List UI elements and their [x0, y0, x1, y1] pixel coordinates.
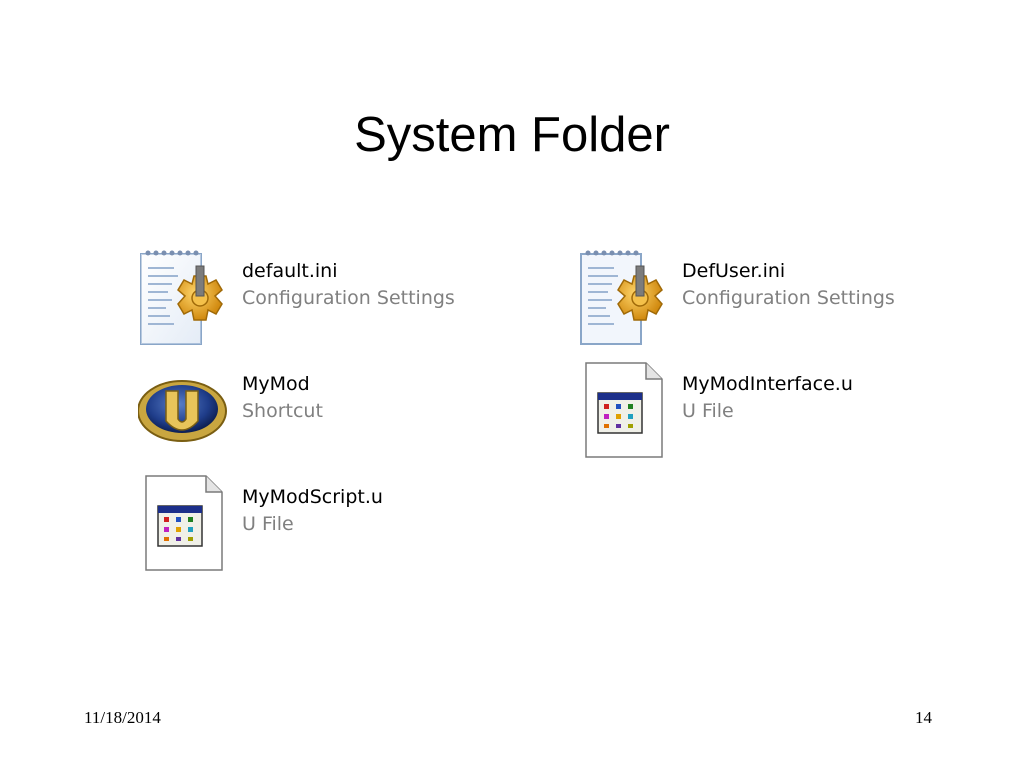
- ini-settings-icon: [578, 248, 674, 348]
- file-type: U File: [682, 400, 734, 422]
- slide-title: System Folder: [354, 108, 670, 162]
- unreal-shortcut-icon: [138, 361, 234, 461]
- file-type: U File: [242, 513, 294, 535]
- ini-settings-icon: [138, 248, 234, 348]
- slide-date: 11/18/2014: [84, 708, 161, 727]
- file-name: MyModInterface.u: [682, 373, 853, 395]
- file-type: Configuration Settings: [682, 287, 895, 309]
- file-item-defuser-ini[interactable]: DefUser.ini Configuration Settings: [578, 248, 938, 348]
- file-item-mymodinterface-u[interactable]: MyModInterface.u U File: [578, 361, 938, 461]
- u-file-icon: [578, 361, 674, 461]
- file-type: Configuration Settings: [242, 287, 455, 309]
- file-type: Shortcut: [242, 400, 323, 422]
- slide-page-number: 14: [915, 708, 932, 727]
- file-name: DefUser.ini: [682, 260, 786, 282]
- file-item-default-ini[interactable]: default.ini Configuration Settings: [138, 248, 498, 348]
- file-name: MyModScript.u: [242, 486, 383, 508]
- file-item-mymodscript-u[interactable]: MyModScript.u U File: [138, 474, 498, 574]
- file-item-mymod[interactable]: MyMod Shortcut: [138, 361, 498, 461]
- file-name: default.ini: [242, 260, 338, 282]
- file-name: MyMod: [242, 373, 310, 395]
- u-file-icon: [138, 474, 234, 574]
